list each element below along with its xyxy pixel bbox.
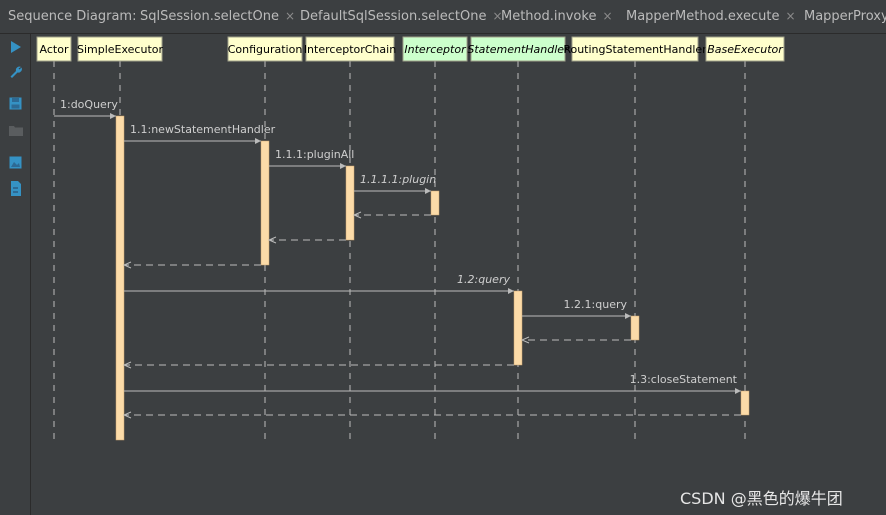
tab-label: MapperMethod.execute [626, 9, 780, 24]
participant-box [571, 36, 699, 62]
image-icon[interactable] [7, 154, 24, 171]
message-label: 1:doQuery [60, 98, 118, 111]
participant-box [470, 36, 566, 62]
tab-mappermethod-execute[interactable]: MapperMethod.execute × [626, 9, 796, 24]
activation-bar [740, 390, 750, 416]
participant-label: SimpleExecutor [77, 43, 164, 56]
message-label: 1.1.1:pluginAll [275, 148, 354, 161]
tab-label: Method.invoke [501, 9, 597, 24]
message-label: 1.2.1:query [564, 298, 628, 311]
participant-box [77, 36, 163, 62]
message-label: 1.1:newStatementHandler [130, 123, 276, 136]
activation-bar [630, 315, 640, 341]
return-arrow-head [267, 236, 277, 244]
return-arrow-head [520, 336, 530, 344]
participant-label: InterceptorChain [304, 43, 396, 56]
arrow-head [425, 188, 431, 194]
message-label: 1.1.1.1:plugin [360, 173, 436, 186]
export-icon[interactable] [7, 180, 24, 197]
play-icon[interactable] [7, 38, 24, 55]
close-icon[interactable]: × [785, 9, 796, 23]
participant-label: RoutingStatementHandler [563, 43, 707, 56]
tab-mapperproxy[interactable]: MapperProxy. [804, 9, 886, 24]
tab-label: MapperProxy. [804, 9, 886, 24]
close-icon[interactable]: × [492, 9, 503, 23]
participant-box [402, 36, 468, 62]
participant-box [227, 36, 303, 62]
diagram-toolbar [0, 34, 31, 515]
return-arrow-head [122, 261, 132, 269]
participant-label: BaseExecutor [707, 43, 784, 56]
participant-box [305, 36, 395, 62]
close-icon[interactable]: × [284, 9, 296, 23]
tab-bar-title: Sequence Diagram: [8, 9, 137, 24]
participant-label: StatementHandler [467, 43, 570, 56]
arrow-head [255, 138, 261, 144]
participant-label: Actor [40, 43, 69, 56]
arrow-head [340, 163, 346, 169]
arrow-head [110, 113, 116, 119]
tab-sqlsession-selectone[interactable]: SqlSession.selectOne × [140, 9, 295, 24]
participant-box [705, 36, 785, 62]
participant-label: Interceptor [404, 43, 467, 56]
tab-bar: Sequence Diagram: SqlSession.selectOne× … [0, 0, 886, 34]
watermark: CSDN @黑色的爆牛团 [680, 489, 843, 508]
activation-bar [260, 140, 270, 266]
message-label: 1.2:query [457, 273, 510, 286]
tab-defaultsqlsession-selectone[interactable]: DefaultSqlSession.selectOne × [300, 9, 503, 24]
folder-icon [7, 121, 24, 138]
activation-bar [345, 165, 355, 241]
tab-label: DefaultSqlSession.selectOne [300, 9, 487, 24]
arrow-head [508, 288, 514, 294]
return-arrow-head [352, 211, 362, 219]
close-icon[interactable]: × [602, 9, 613, 23]
tab-method-invoke[interactable]: Method.invoke × [501, 9, 613, 24]
activation-bar [513, 290, 523, 366]
return-arrow-head [122, 411, 132, 419]
activation-bar [430, 190, 440, 216]
arrow-head [625, 313, 631, 319]
return-arrow-head [122, 361, 132, 369]
activation-bar [115, 115, 125, 441]
participant-label: Configuration [228, 43, 303, 56]
wrench-icon[interactable] [7, 63, 24, 80]
tab-label: SqlSession.selectOne [140, 9, 279, 24]
arrow-head [735, 388, 741, 394]
save-icon[interactable] [7, 95, 24, 112]
participant-box [36, 36, 72, 62]
message-label: 1.3:closeStatement [630, 373, 738, 386]
